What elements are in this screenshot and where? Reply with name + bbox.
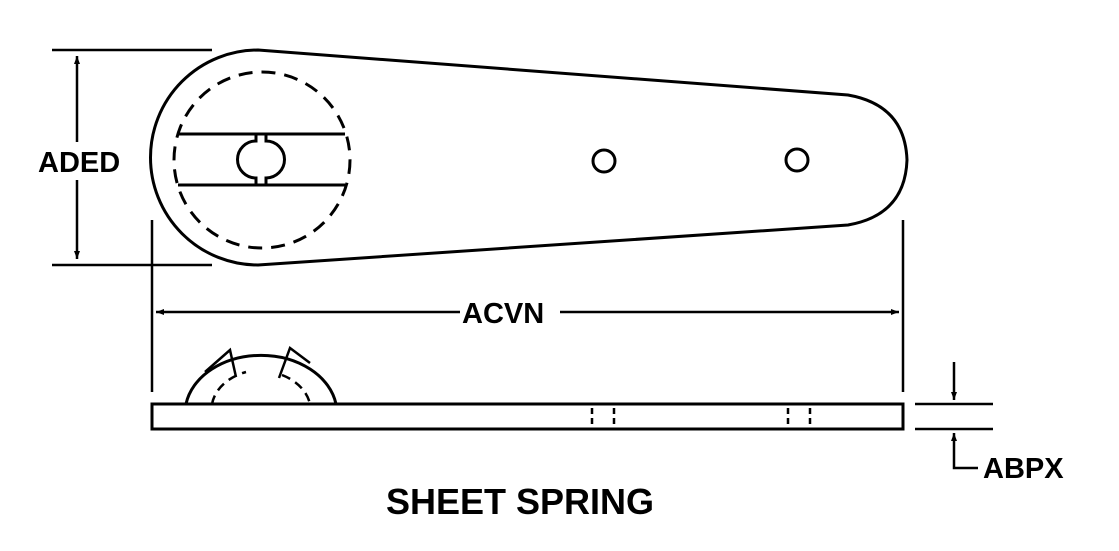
length-dimension-label: ACVN xyxy=(462,298,544,330)
mounting-hole-right xyxy=(784,147,810,173)
side-view-inner-dashed xyxy=(210,370,247,405)
height-dimension-label: ADED xyxy=(38,147,120,179)
height-dimension xyxy=(52,48,212,267)
length-dimension xyxy=(150,220,905,392)
side-view-hub-dome xyxy=(184,353,338,405)
hub-keyhole xyxy=(236,135,286,185)
thickness-dimension-label: ABPX xyxy=(983,453,1064,485)
hub-dashed-circle xyxy=(172,70,352,250)
side-view-hidden-holes xyxy=(590,408,812,425)
thickness-arrow-bottom-leader xyxy=(951,433,978,470)
side-view-tab-right xyxy=(277,345,311,379)
diagram-caption: SHEET SPRING xyxy=(386,481,654,522)
mounting-hole-left xyxy=(591,148,617,174)
side-view-tab-left xyxy=(204,347,238,378)
arm-outline xyxy=(149,48,909,267)
side-view-inner-dashed-right xyxy=(281,373,312,405)
thickness-dimension xyxy=(915,362,993,470)
spring-arm-top-view xyxy=(149,48,909,267)
spring-side-view xyxy=(150,345,905,431)
side-view-plate xyxy=(150,402,905,431)
